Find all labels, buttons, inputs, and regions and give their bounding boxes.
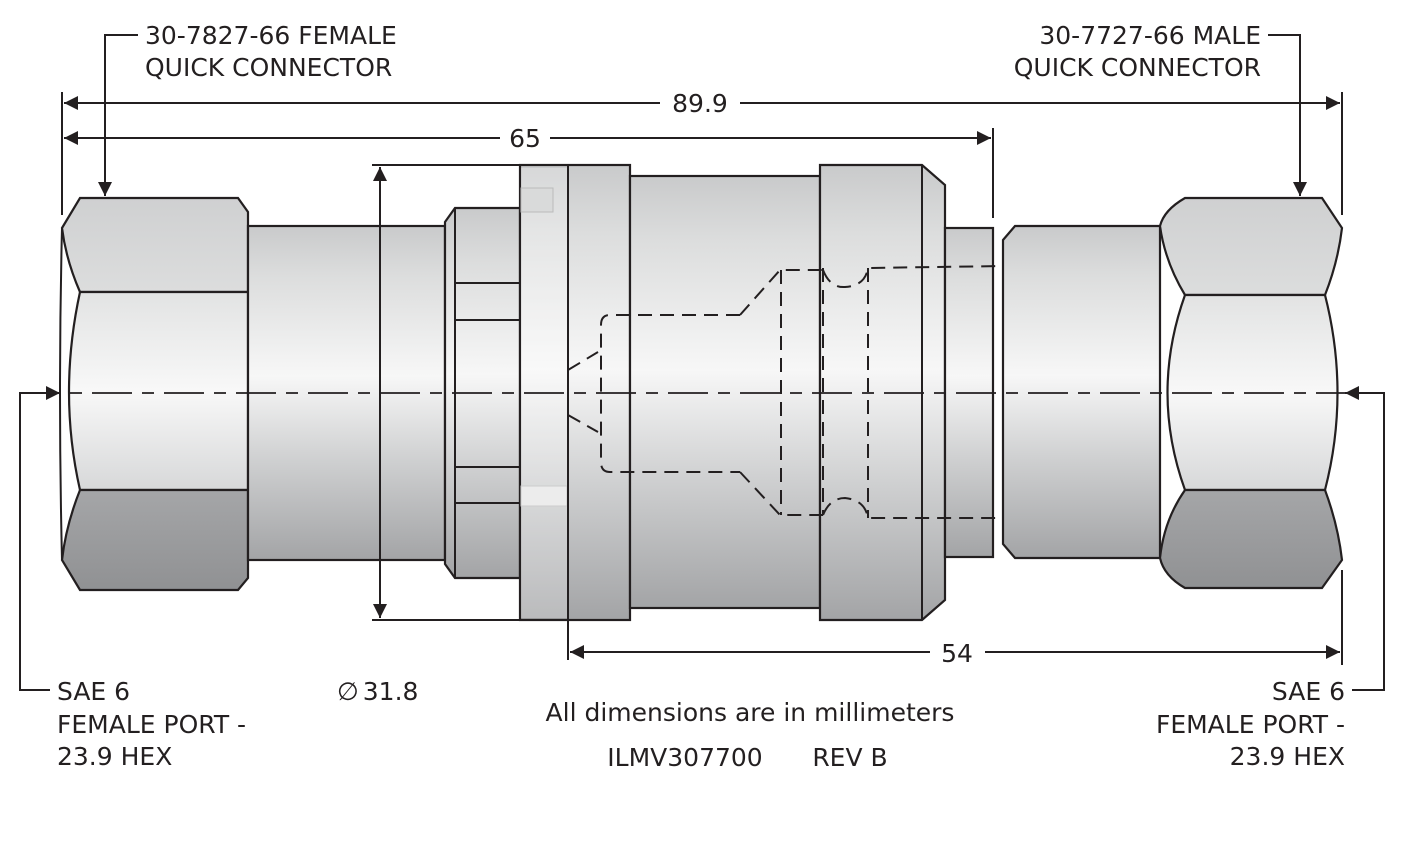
female-connector-label-1: 30-7827-66 FEMALE (145, 21, 397, 50)
left-hex-nut (59, 196, 250, 592)
diameter-symbol: ∅ (337, 677, 359, 706)
right-port-label-2: FEMALE PORT - (1156, 710, 1345, 739)
dim-diameter: ∅31.8 (337, 677, 418, 706)
left-port-label-2: FEMALE PORT - (57, 710, 246, 739)
right-port-label-1: SAE 6 (1272, 677, 1345, 706)
male-connector-label-1: 30-7727-66 MALE (1039, 21, 1261, 50)
left-port-label-3: 23.9 HEX (57, 742, 172, 771)
part-number: ILMV307700 (607, 743, 762, 772)
right-port-label-3: 23.9 HEX (1230, 742, 1345, 771)
valve-body (628, 174, 822, 610)
female-connector-label-2: QUICK CONNECTOR (145, 53, 392, 82)
male-connector-label-2: QUICK CONNECTOR (1014, 53, 1261, 82)
female-flange (518, 163, 632, 660)
revision: REV B (812, 743, 887, 772)
dim-overall-length: 89.9 (672, 89, 728, 118)
hidden-internal-lines (567, 265, 1004, 519)
units-note: All dimensions are in millimeters (546, 698, 955, 727)
right-tube (1001, 224, 1162, 560)
diameter-value: 31.8 (363, 677, 419, 706)
dim-54: 54 (941, 639, 973, 668)
right-hex-nut (1158, 196, 1344, 590)
dimension-lines (19, 34, 1385, 691)
left-port-label-1: SAE 6 (57, 677, 130, 706)
dim-65: 65 (509, 124, 541, 153)
